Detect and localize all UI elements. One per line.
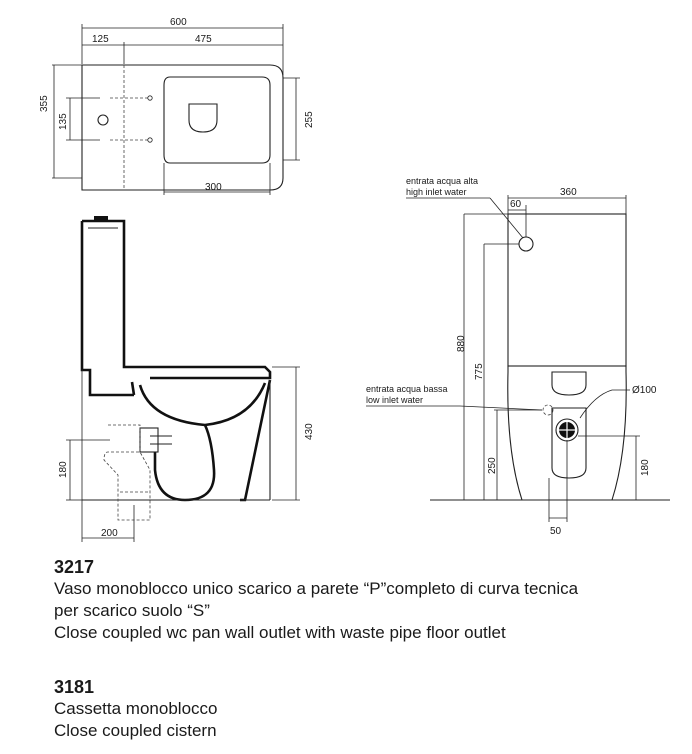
front-dim-diameter: Ø100 xyxy=(632,385,657,396)
front-dim-180: 180 xyxy=(640,459,651,476)
high-inlet-label-en: high inlet water xyxy=(406,187,467,197)
front-view: 360 60 entrata acqua alta high inlet wat… xyxy=(366,176,670,537)
high-inlet-label-it: entrata acqua alta xyxy=(406,176,478,186)
plan-dim-355: 355 xyxy=(39,95,50,112)
low-inlet-label-it: entrata acqua bassa xyxy=(366,384,448,394)
product-code: 3217 xyxy=(54,557,95,577)
plan-dim-125: 125 xyxy=(92,34,109,45)
plan-dim-300: 300 xyxy=(205,182,222,193)
front-dim-50: 50 xyxy=(550,526,562,537)
product-3181: 3181 Cassetta monoblocco Close coupled c… xyxy=(54,676,217,742)
product-description-line: Close coupled cistern xyxy=(54,721,217,740)
side-dim-430: 430 xyxy=(304,423,315,440)
low-inlet-label-en: low inlet water xyxy=(366,395,423,405)
product-description-line: Cassetta monoblocco xyxy=(54,699,218,718)
plan-view: 600 125 475 355 135 255 300 xyxy=(39,17,315,195)
side-dim-200: 200 xyxy=(101,528,118,539)
front-dim-60: 60 xyxy=(510,199,522,210)
product-code: 3181 xyxy=(54,677,95,697)
side-dim-180: 180 xyxy=(58,461,69,478)
plan-dim-475: 475 xyxy=(195,34,212,45)
side-view: 430 180 200 xyxy=(58,216,315,542)
plan-dim-135: 135 xyxy=(58,113,69,130)
front-dim-250: 250 xyxy=(487,457,498,474)
front-dim-775: 775 xyxy=(474,363,485,380)
product-description-line: Vaso monoblocco unico scarico a parete “… xyxy=(54,579,579,598)
product-3217: 3217 Vaso monoblocco unico scarico a par… xyxy=(54,556,578,644)
plan-dim-600: 600 xyxy=(170,17,187,28)
plan-dim-255: 255 xyxy=(304,111,315,128)
product-description-line: Close coupled wc pan wall outlet with wa… xyxy=(54,623,506,642)
technical-drawing: 600 125 475 355 135 255 300 xyxy=(39,17,670,542)
front-dim-360: 360 xyxy=(560,187,577,198)
product-description-line: per scarico suolo “S” xyxy=(54,601,210,620)
front-dim-880: 880 xyxy=(456,335,467,352)
